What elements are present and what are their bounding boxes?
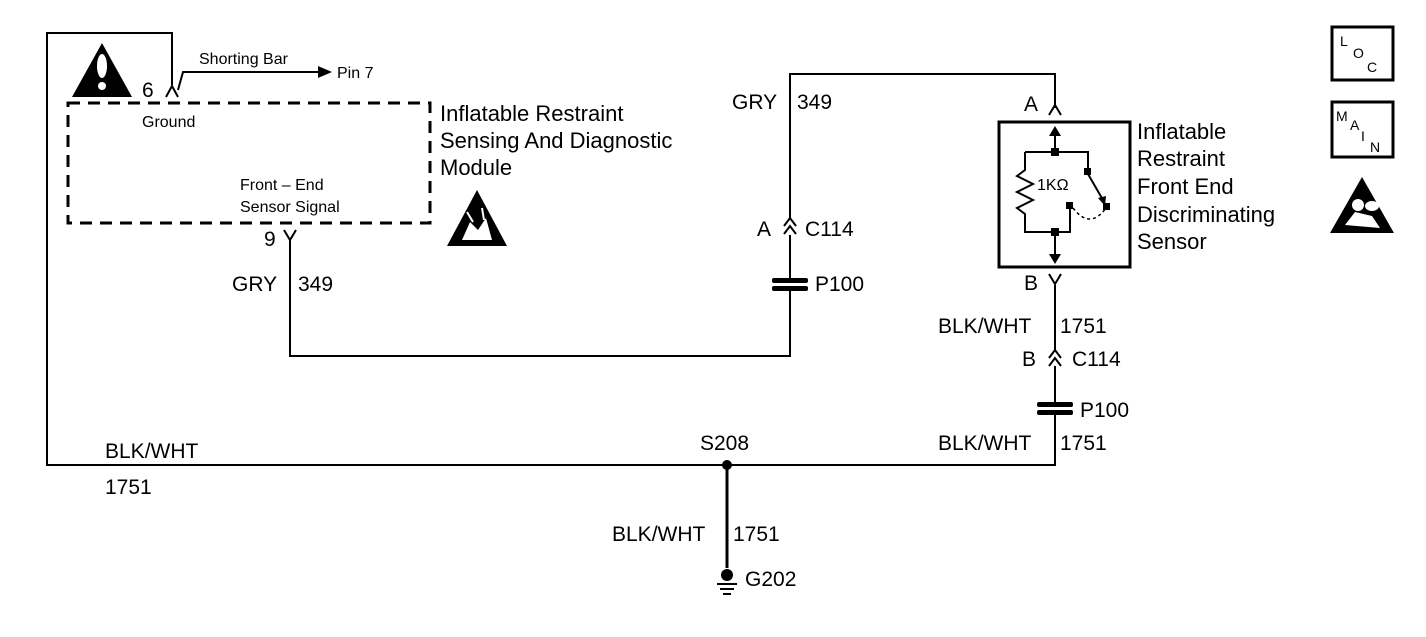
gry-wire-module [289,238,791,357]
splice-s208-dot [722,460,732,470]
sensor-name-line2: Restraint [1137,146,1225,171]
module-name-line2: Sensing And Diagnostic [440,128,672,153]
sensor-box [997,120,1132,269]
pin7-label: Pin 7 [337,65,374,82]
gry-label-module: GRY [232,273,277,296]
p100-b-label: P100 [1080,399,1129,422]
sensor-name-line4: Discriminating [1137,202,1275,227]
main-icon-letter-n: N [1370,139,1380,155]
c114-a-connector [783,216,797,235]
module-name-line1: Inflatable Restraint [440,101,623,126]
blk-label-sensor-bottom: BLK/WHT [938,432,1032,455]
warning-icon [72,43,132,97]
shorting-bar-label: Shorting Bar [199,51,289,68]
module-name-line3: Module [440,155,512,180]
blk-circuit-sensor-top: 1751 [1060,315,1107,338]
c114-a-pin: A [757,218,771,241]
loc-icon[interactable]: L O C [1330,25,1395,82]
main-icon[interactable]: M A I N [1330,100,1395,159]
blk-label-left: BLK/WHT [105,440,199,463]
main-icon-letter-a: A [1350,117,1360,133]
sensor-name-line1: Inflatable [1137,119,1226,144]
p100-a-label: P100 [815,273,864,296]
loc-icon-letter-o: O [1353,45,1364,61]
pin6-connector [165,83,179,98]
pin9-connector [283,229,297,242]
sensor-name-line3: Front End [1137,174,1234,199]
shorting-bar-line [177,71,318,91]
module-box [66,101,432,225]
blk-circuit-sensor-bottom: 1751 [1060,432,1107,455]
sensor-pin-a: A [1024,93,1038,116]
splice-label: S208 [700,432,749,455]
sensor-pin-b: B [1024,272,1038,295]
c114-a-name: C114 [805,218,854,241]
gry-circuit-top: 349 [797,91,832,114]
sensor-internal-circuit [1014,126,1110,264]
sensor-pin-a-connector [1048,103,1062,116]
c114-b-name: C114 [1072,348,1121,371]
resistor-label: 1KΩ [1037,177,1069,194]
blk-circuit-left: 1751 [105,476,152,499]
loc-icon-letter-l: L [1340,33,1348,49]
ground-label: G202 [745,568,796,591]
p100-a-connector [772,278,808,291]
p100-b-connector [1037,402,1073,415]
c114-b-pin: B [1022,348,1036,371]
pin6-number: 6 [142,79,154,102]
esd-icon [447,190,507,246]
ground-g202-icon [717,569,737,595]
sensor-pin-b-connector [1048,273,1062,286]
airbag-icon[interactable] [1330,177,1394,233]
loc-icon-letter-c: C [1367,59,1377,75]
blk-circuit-ground: 1751 [733,523,780,546]
gry-circuit-module: 349 [298,273,333,296]
blk-label-ground: BLK/WHT [612,523,706,546]
sensor-name-line5: Sensor [1137,229,1207,254]
pin9-label-line2: Sensor Signal [240,199,340,216]
blk-label-sensor-top: BLK/WHT [938,315,1032,338]
shorting-bar-arrow [318,66,332,78]
gry-wire-top [789,73,1056,220]
gry-label-top: GRY [732,91,777,114]
pin9-label-line1: Front – End [240,177,324,194]
ground-wire-left-down [46,33,1056,466]
main-icon-letter-i: I [1361,128,1365,144]
pin9-number: 9 [264,228,276,251]
c114-b-connector [1048,348,1062,367]
pin6-label: Ground [142,114,195,131]
main-icon-letter-m: M [1336,108,1348,124]
